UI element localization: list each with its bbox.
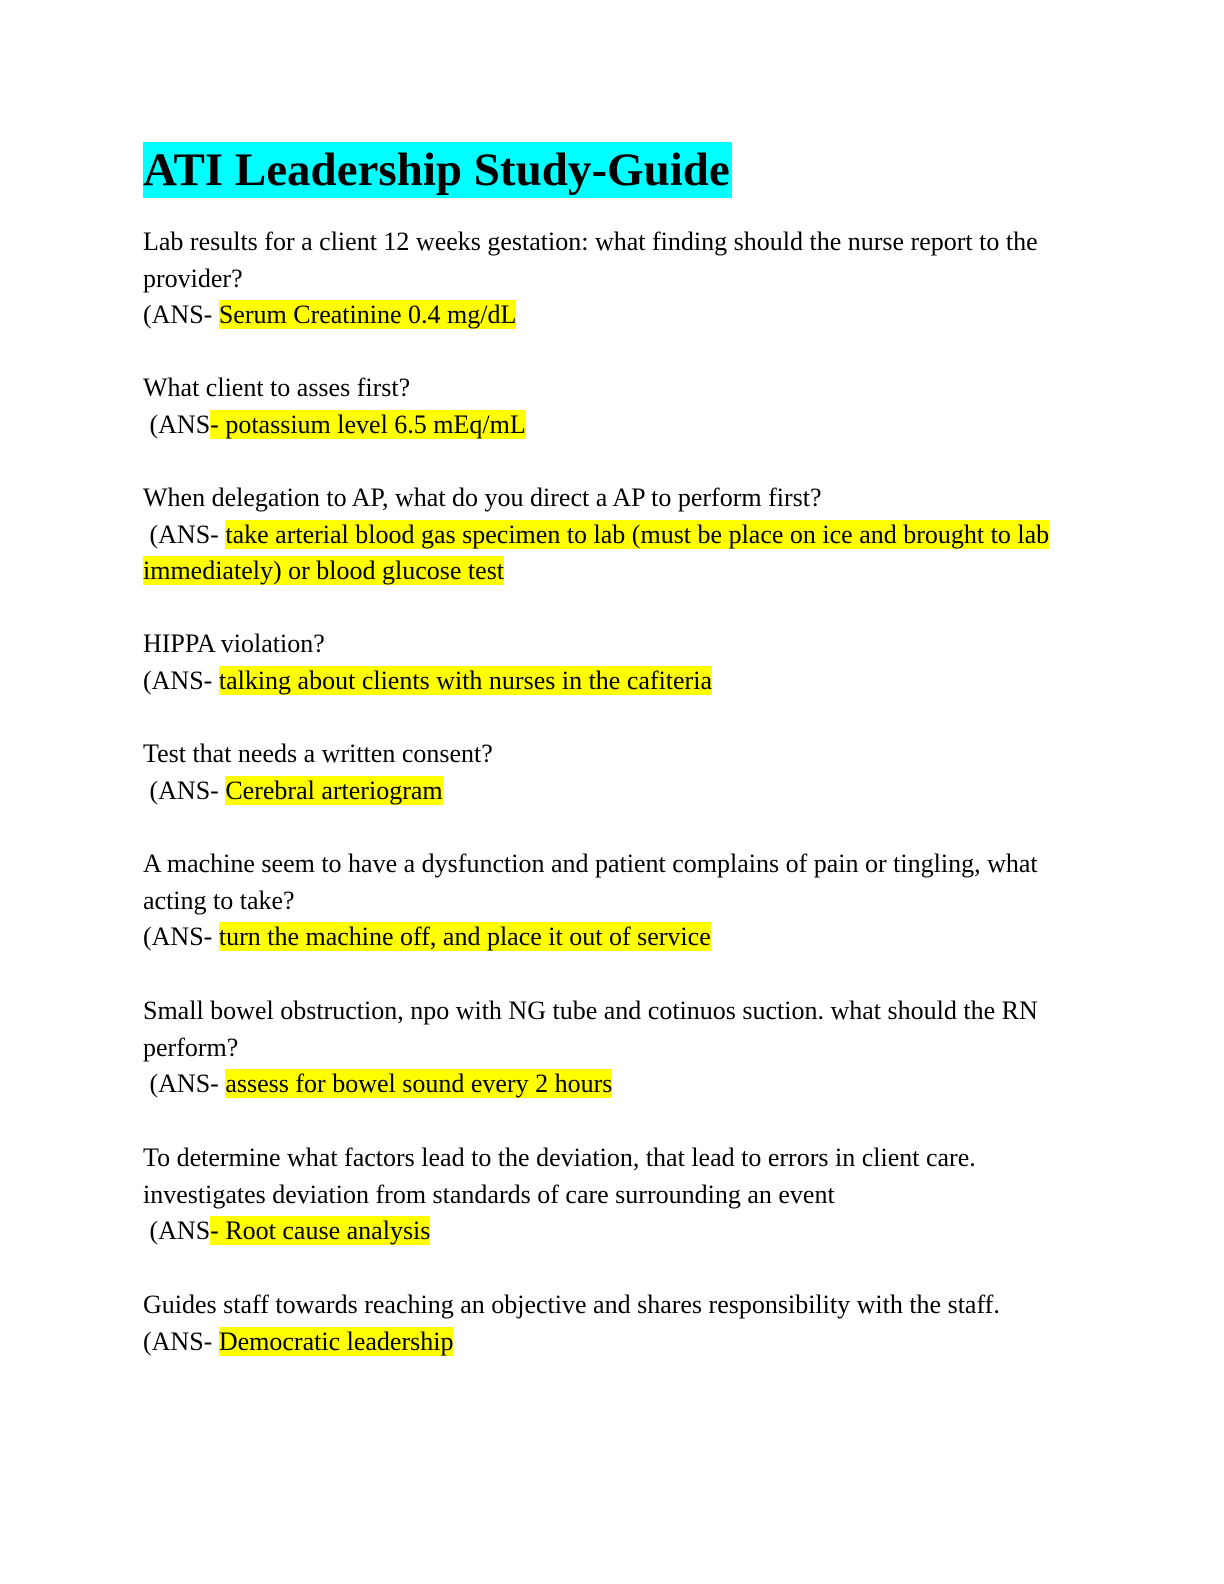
- answer-line: (ANS- assess for bowel sound every 2 hou…: [143, 1066, 1083, 1103]
- answer-line: (ANS- Cerebral arteriogram: [143, 773, 1083, 810]
- answer-line: (ANS- Serum Creatinine 0.4 mg/dL: [143, 297, 1083, 334]
- answer-line: (ANS- Root cause analysis: [143, 1213, 1083, 1250]
- answer-line: (ANS- talking about clients with nurses …: [143, 663, 1083, 700]
- question-text: What client to asses first?: [143, 373, 411, 402]
- qa-item-3: When delegation to AP, what do you direc…: [143, 480, 1083, 590]
- question-text: Small bowel obstruction, npo with NG tub…: [143, 996, 1038, 1062]
- question-text: HIPPA violation?: [143, 629, 325, 658]
- question-text: When delegation to AP, what do you direc…: [143, 483, 822, 512]
- answer-line: (ANS- Democratic leadership: [143, 1324, 1083, 1361]
- qa-item-2: What client to asses first? (ANS- potass…: [143, 370, 1083, 443]
- qa-item-7: Small bowel obstruction, npo with NG tub…: [143, 993, 1083, 1103]
- question-text: Lab results for a client 12 weeks gestat…: [143, 227, 1038, 293]
- answer-highlight: turn the machine off, and place it out o…: [218, 922, 711, 952]
- answer-prefix: (ANS-: [143, 1326, 219, 1356]
- answer-highlight: Serum Creatinine 0.4 mg/dL: [218, 300, 517, 330]
- question-text: To determine what factors lead to the de…: [143, 1143, 976, 1209]
- question-text: Guides staff towards reaching an objecti…: [143, 1290, 1000, 1319]
- page-title: ATI Leadership Study-Guide: [143, 142, 732, 198]
- qa-item-9: Guides staff towards reaching an objecti…: [143, 1287, 1083, 1360]
- answer-highlight: Cerebral arteriogram: [225, 775, 443, 805]
- answer-prefix: (ANS-: [143, 300, 219, 330]
- answer-prefix: (ANS-: [143, 1069, 226, 1099]
- answer-line: (ANS- turn the machine off, and place it…: [143, 919, 1083, 956]
- qa-item-8: To determine what factors lead to the de…: [143, 1140, 1083, 1250]
- answer-highlight: take arterial blood gas specimen to lab …: [143, 519, 1050, 586]
- answer-prefix: (ANS-: [143, 922, 219, 952]
- answer-line: (ANS- potassium level 6.5 mEq/mL: [143, 407, 1083, 444]
- answer-highlight: Democratic leadership: [218, 1326, 454, 1356]
- answer-prefix: (ANS-: [143, 665, 219, 695]
- title-block: ATI Leadership Study-Guide: [143, 142, 732, 198]
- answer-highlight: talking about clients with nurses in the…: [218, 665, 712, 695]
- answer-prefix: (ANS-: [143, 519, 226, 549]
- question-text: A machine seem to have a dysfunction and…: [143, 849, 1038, 915]
- answer-highlight: - potassium level 6.5 mEq/mL: [210, 409, 526, 439]
- answer-line: (ANS- take arterial blood gas specimen t…: [143, 517, 1083, 590]
- qa-item-1: Lab results for a client 12 weeks gestat…: [143, 224, 1083, 334]
- answer-prefix: (ANS: [143, 1216, 211, 1246]
- answer-highlight: assess for bowel sound every 2 hours: [225, 1069, 613, 1099]
- answer-prefix: (ANS-: [143, 775, 226, 805]
- answer-highlight: - Root cause analysis: [210, 1216, 431, 1246]
- answer-prefix: (ANS: [143, 409, 211, 439]
- qa-item-5: Test that needs a written consent? (ANS-…: [143, 736, 1083, 809]
- qa-item-6: A machine seem to have a dysfunction and…: [143, 846, 1083, 956]
- question-text: Test that needs a written consent?: [143, 739, 493, 768]
- qa-item-4: HIPPA violation? (ANS- talking about cli…: [143, 626, 1083, 699]
